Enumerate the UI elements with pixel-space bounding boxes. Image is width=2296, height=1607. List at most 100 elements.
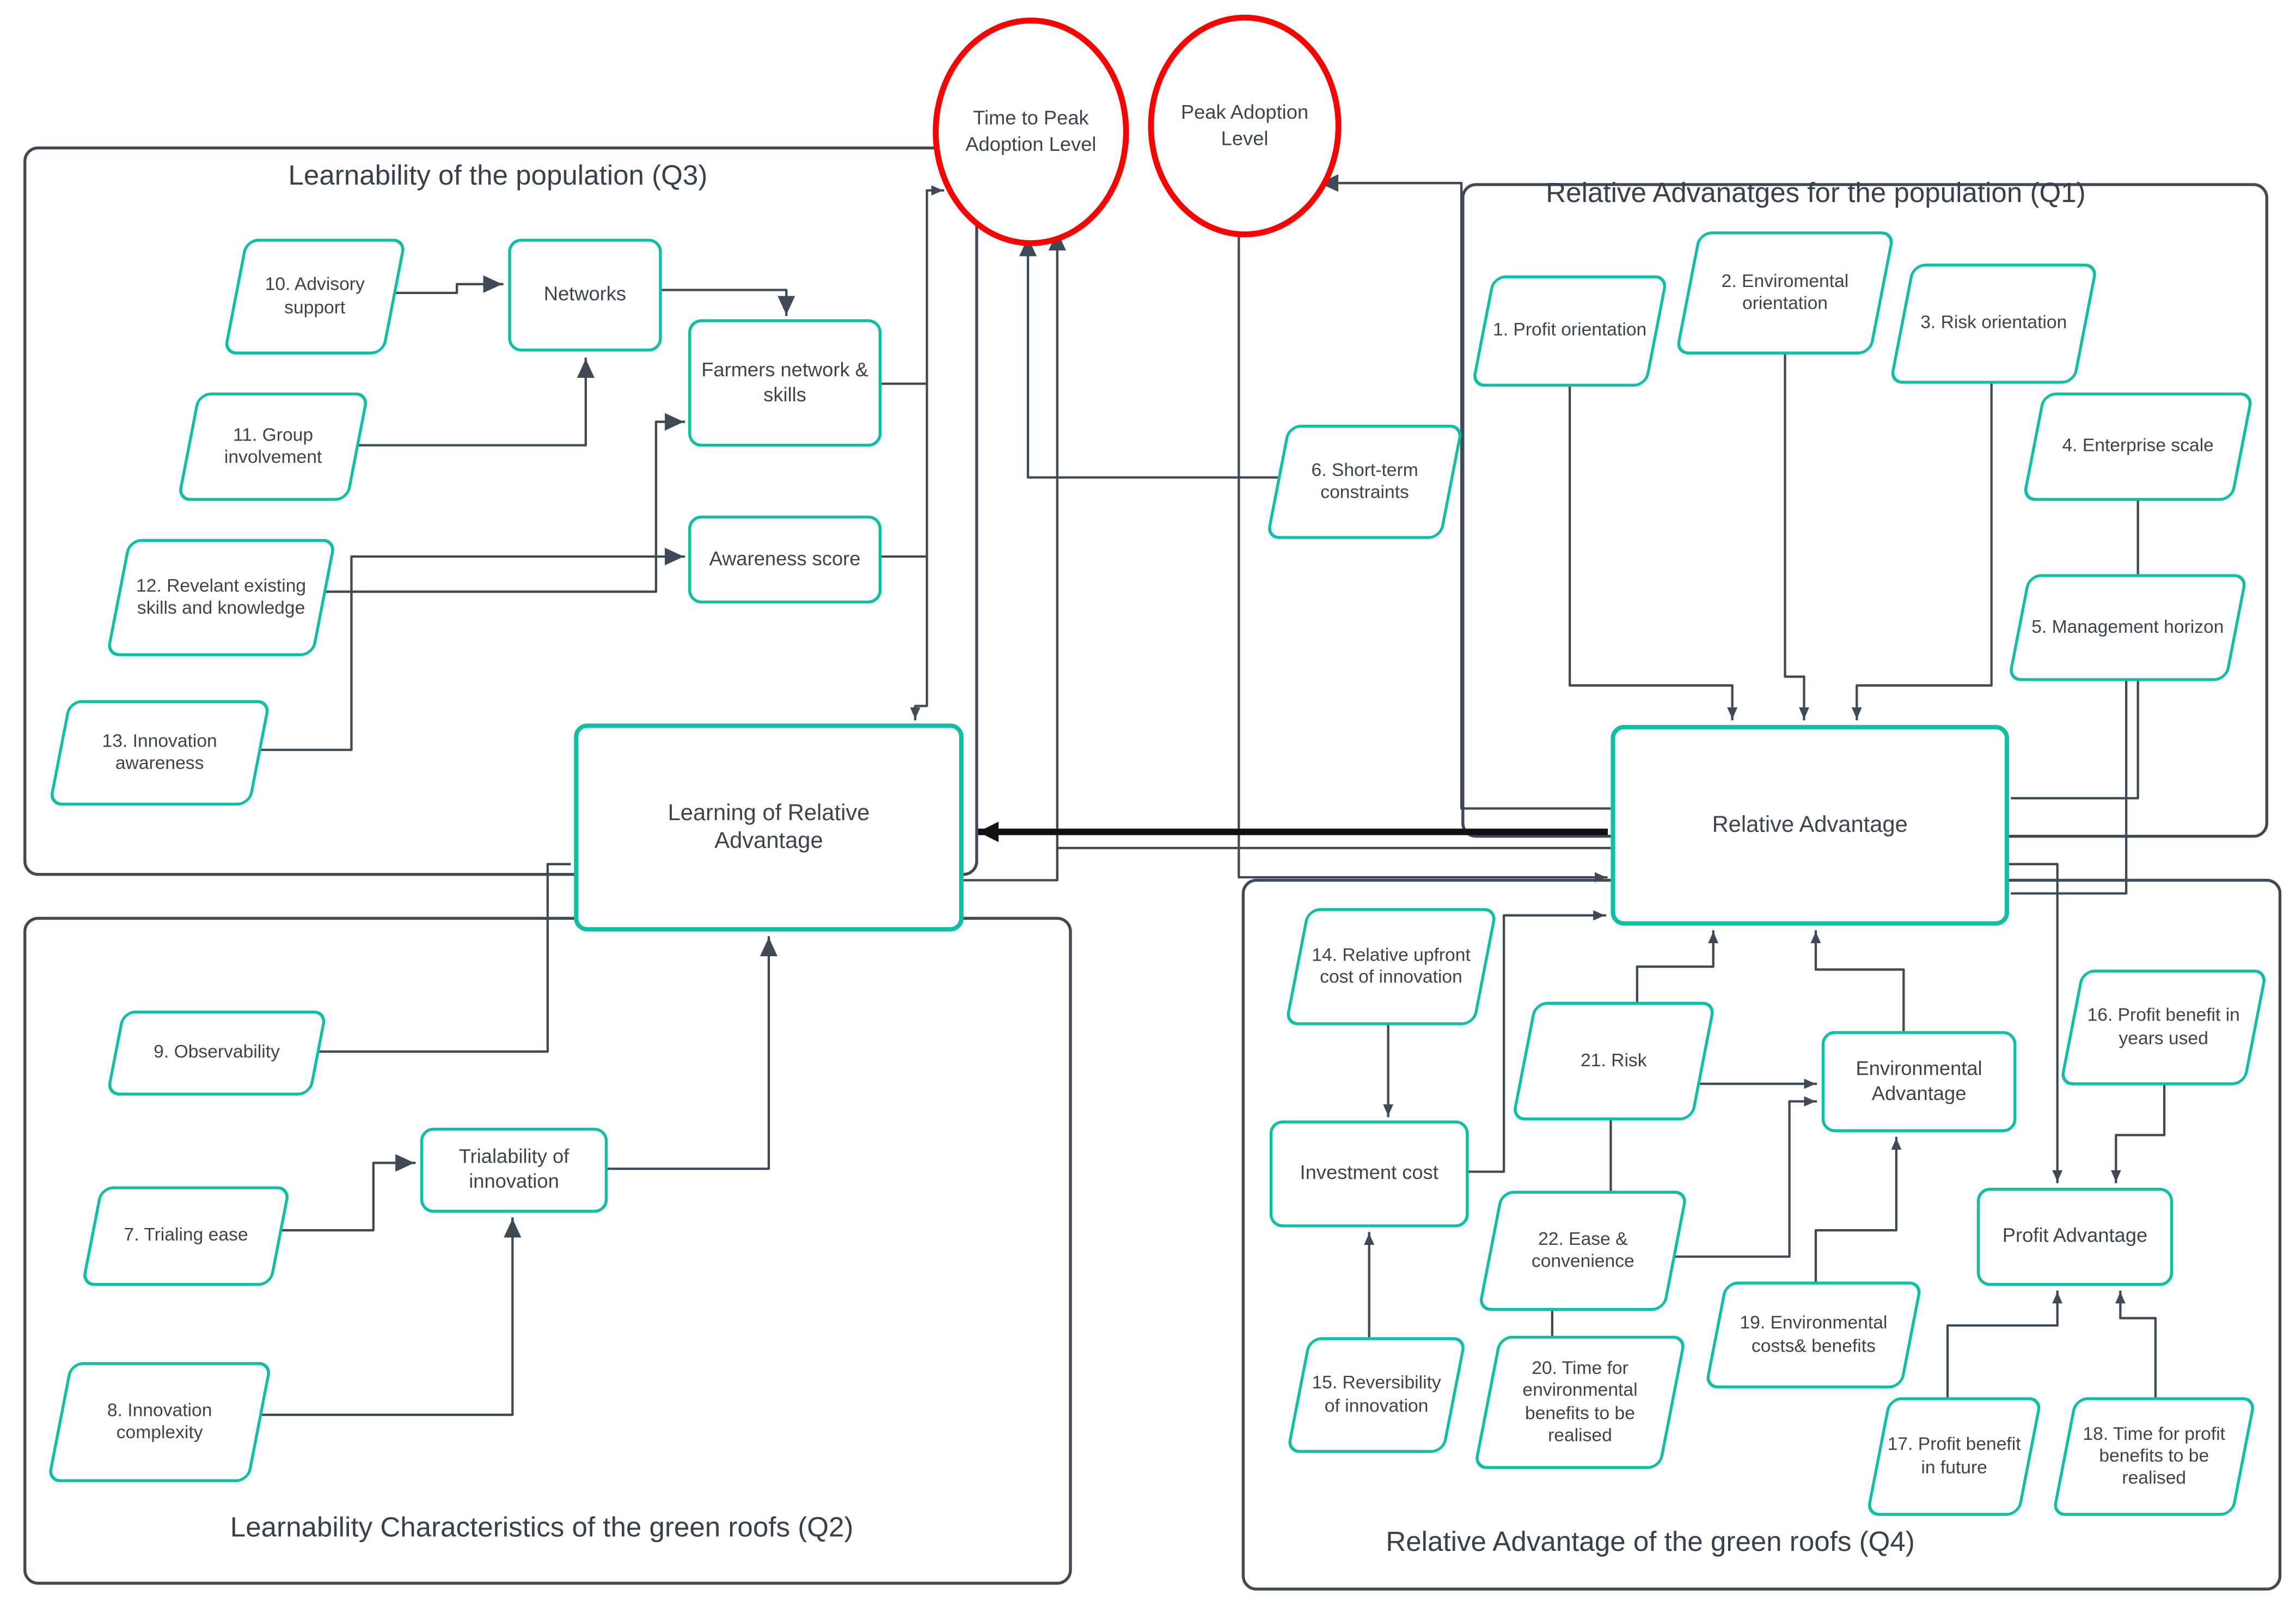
node-investment-cost-label: Investment cost — [1300, 1161, 1438, 1184]
edge-peakadoption-ra — [1238, 224, 1608, 883]
factor-4-enterprise-scale: 4. Enterprise scale — [2032, 393, 2243, 501]
factor-19-env-costs-benefits: 19. Environmental costs& benefits — [1715, 1281, 1912, 1388]
node-investment-cost: Investment cost — [1269, 1120, 1469, 1227]
ellipse-time-to-peak-label: Time to Peak Adoption Level — [965, 107, 1097, 156]
factor-16-profit-benefit-years: 16. Profit benefit in years used — [2071, 969, 2257, 1085]
edge-mgmthorizon-ra — [2011, 680, 2128, 895]
factor-1-profit-orientation: 1. Profit orientation — [1482, 276, 1658, 387]
node-relative-advantage-label: Relative Advantage — [1712, 812, 1908, 838]
factor-15-label: 15. Reversibility of innovation — [1312, 1372, 1441, 1416]
factor-5-management-horizon: 5. Management horizon — [2018, 574, 2237, 681]
factor-4-label: 4. Enterprise scale — [2062, 435, 2214, 456]
edge-profitfuture-profitadv — [1946, 1290, 2063, 1398]
edge-networks-farmers — [660, 289, 795, 316]
factor-20-label: 20. Time for environmental benefits to b… — [1522, 1358, 1638, 1445]
edge-riskorient-ra — [1851, 382, 1993, 720]
node-trialability-label: Trialability of innovation — [458, 1145, 570, 1193]
edge-complexity-trialability — [259, 1217, 522, 1416]
node-profit-advantage: Profit Advantage — [1976, 1188, 2173, 1286]
factor-5-label: 5. Management horizon — [2031, 616, 2224, 637]
edge-shortterm-timetopeak — [1019, 236, 1278, 479]
edge-trialingease-trialability — [280, 1154, 416, 1232]
factor-17-label: 17. Profit benefit in future — [1887, 1434, 2021, 1477]
edge-investment-ra — [1467, 910, 1606, 1173]
edge-observability-learning — [318, 863, 571, 1053]
factor-22-label: 22. Ease & convenience — [1531, 1228, 1634, 1272]
factor-3-risk-orientation: 3. Risk orientation — [1901, 264, 2087, 384]
quadrant-q4-title: Relative Advantage of the green roofs (Q… — [1386, 1527, 1915, 1559]
node-networks-label: Networks — [543, 283, 627, 305]
edge-ra-profitadv — [2007, 863, 2063, 1183]
factor-9-label: 9. Observability — [154, 1042, 280, 1062]
quadrant-q1-title: Relative Advanatges for the population (… — [1546, 179, 2086, 210]
factor-17-profit-benefit-future: 17. Profit benefit in future — [1877, 1397, 2031, 1516]
ellipse-time-to-peak: Time to Peak Adoption Level — [933, 17, 1129, 246]
factor-12-label: 12. Revelant existing skills and knowled… — [136, 575, 307, 618]
factor-22-ease-convenience: 22. Ease & convenience — [1489, 1191, 1676, 1311]
edge-advisory-networks — [394, 275, 504, 295]
node-relative-advantage: Relative Advantage — [1611, 725, 2009, 926]
factor-13-innovation-awareness: 13. Innovation awareness — [59, 700, 261, 806]
factor-14-upfront-cost: 14. Relative upfront cost of innovation — [1296, 908, 1486, 1025]
factor-10-advisory-support: 10. Advisory support — [234, 239, 395, 354]
edge-profityears-profitadv — [2110, 1084, 2166, 1183]
edge-trialability-learning — [606, 936, 778, 1170]
factor-11-group-involvement: 11. Group involvement — [187, 393, 359, 501]
node-trialability: Trialability of innovation — [420, 1127, 608, 1213]
edge-envcosts-envadv — [1814, 1136, 1902, 1283]
factor-6-label: 6. Short-term constraints — [1311, 459, 1418, 503]
factor-13-label: 13. Innovation awareness — [102, 730, 217, 774]
factor-18-label: 18. Time for profit benefits to be reali… — [2083, 1423, 2226, 1488]
quadrant-q3-title: Learnability of the population (Q3) — [288, 161, 708, 192]
node-awareness-score: Awareness score — [688, 515, 882, 604]
edge-farmers-timetopeak — [926, 185, 945, 385]
factor-3-label: 3. Risk orientation — [1920, 312, 2067, 333]
node-learning-ra-label: Learning of Relative Advantage — [668, 801, 870, 854]
factor-15-reversibility: 15. Reversibility of innovation — [1297, 1337, 1455, 1453]
ellipse-peak-adoption-label: Peak Adoption Level — [1180, 101, 1309, 150]
quadrant-q2-title: Learnability Characteristics of the gree… — [230, 1513, 854, 1544]
node-environmental-advantage: Environmental Advantage — [1821, 1031, 2017, 1132]
edge-skills-farmers — [323, 413, 685, 593]
edge-envadv-ra — [1810, 930, 1905, 1032]
edge-envorient-ra — [1784, 353, 1809, 720]
factor-12-relevant-skills: 12. Revelant existing skills and knowled… — [117, 539, 325, 656]
edge-risk21-ra — [1636, 930, 1719, 1003]
factor-21-label: 21. Risk — [1581, 1050, 1647, 1071]
factor-21-risk: 21. Risk — [1523, 1002, 1704, 1121]
edge-farmers-learning — [880, 382, 928, 720]
edge-timeprofit-profitadv — [2115, 1290, 2157, 1398]
factor-7-label: 7. Trialing ease — [124, 1225, 248, 1246]
node-networks: Networks — [508, 239, 662, 352]
edge-group-networks — [357, 357, 595, 447]
node-farmers-network: Farmers network & skills — [688, 319, 882, 447]
ellipse-peak-adoption: Peak Adoption Level — [1148, 14, 1342, 237]
edge-learning-timetopeak — [962, 230, 1066, 882]
factor-2-label: 2. Enviromental orientation — [1721, 270, 1849, 314]
node-environmental-advantage-label: Environmental Advantage — [1856, 1056, 1982, 1104]
factor-11-label: 11. Group involvement — [224, 424, 322, 467]
node-farmers-network-label: Farmers network & skills — [701, 358, 868, 405]
factor-7-trialing-ease: 7. Trialing ease — [91, 1186, 281, 1286]
node-learning-ra: Learning of Relative Advantage — [574, 723, 964, 932]
edge-profitorient-ra — [1568, 385, 1738, 720]
node-profit-advantage-label: Profit Advantage — [2002, 1224, 2148, 1247]
edge-ra-peakadoption — [1318, 174, 1612, 810]
factor-8-innovation-complexity: 8. Innovation complexity — [59, 1362, 261, 1482]
factor-9-observability: 9. Observability — [114, 1011, 320, 1096]
quadrant-q3-box — [23, 146, 978, 876]
factor-14-label: 14. Relative upfront cost of innovation — [1312, 944, 1471, 987]
factor-19-label: 19. Environmental costs& benefits — [1740, 1312, 1888, 1356]
factor-2-environmental-orientation: 2. Enviromental orientation — [1687, 231, 1883, 355]
factor-6-short-term-constraints: 6. Short-term constraints — [1277, 425, 1453, 539]
node-awareness-score-label: Awareness score — [709, 547, 861, 570]
factor-16-label: 16. Profit benefit in years used — [2087, 1005, 2240, 1048]
factor-8-label: 8. Innovation complexity — [107, 1400, 212, 1443]
factor-18-time-profit-benefits: 18. Time for profit benefits to be reali… — [2064, 1397, 2245, 1516]
factor-10-label: 10. Advisory support — [265, 274, 365, 317]
factor-20-time-env-benefits: 20. Time for environmental benefits to b… — [1486, 1336, 1674, 1469]
factor-1-label: 1. Profit orientation — [1493, 320, 1647, 340]
